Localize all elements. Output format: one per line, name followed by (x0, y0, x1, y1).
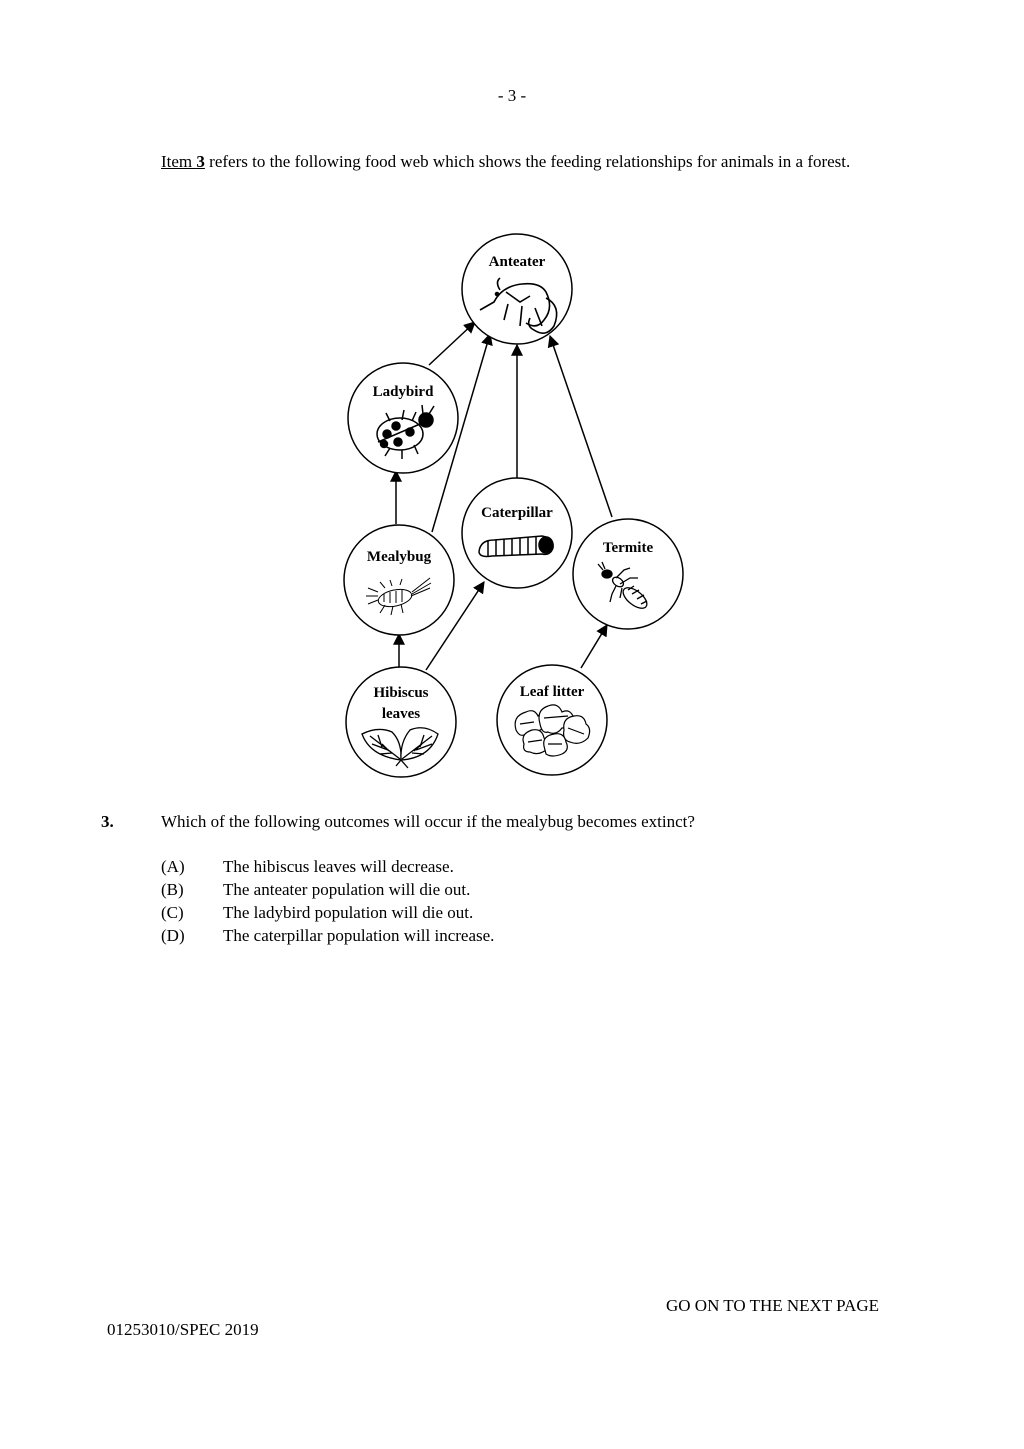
arrow-hibiscus-to-caterpillar (425, 580, 485, 671)
anteater-label: Anteater (489, 254, 546, 270)
option-text: The anteater population will die out. (223, 880, 471, 899)
option-text: The caterpillar population will increase… (223, 926, 495, 945)
paper-code: 01253010/SPEC 2019 (107, 1320, 259, 1339)
node-termite: Termite (572, 518, 684, 630)
node-caterpillar: Caterpillar (461, 477, 573, 589)
next-page-notice: GO ON TO THE NEXT PAGE (666, 1296, 879, 1315)
node-hibiscus-leaves: Hibiscus leaves (345, 666, 457, 778)
option-a: (A) The hibiscus leaves will decrease. (161, 855, 494, 878)
option-letter: (C) (161, 903, 184, 922)
option-letter: (D) (161, 926, 185, 945)
question-number: 3. (101, 812, 114, 831)
node-leaf-litter: Leaf litter (496, 664, 608, 776)
mealybug-icon (366, 577, 432, 616)
node-ladybird: Ladybird (347, 362, 459, 474)
arrow-mealybug-to-anteater (431, 332, 493, 533)
caterpillar-label: Caterpillar (481, 505, 553, 521)
node-anteater: Anteater (461, 233, 573, 345)
question-text: Which of the following outcomes will occ… (161, 812, 695, 831)
arrow-ladybird-to-anteater (428, 321, 476, 366)
option-letter: (A) (161, 857, 185, 876)
option-d: (D) The caterpillar population will incr… (161, 924, 494, 947)
page-number: - 3 - (497, 86, 527, 105)
hibiscus-label-line2: leaves (382, 706, 420, 722)
item-intro: Item 3 refers to the following food web … (161, 150, 926, 173)
node-mealybug: Mealybug (343, 524, 455, 636)
leaf-litter-label: Leaf litter (520, 684, 585, 700)
option-text: The ladybird population will die out. (223, 903, 474, 922)
hibiscus-label-line1: Hibiscus (373, 685, 428, 701)
food-web-arrows (390, 321, 613, 671)
termite-label: Termite (603, 540, 654, 556)
intro-text: refers to the following food web which s… (204, 152, 851, 171)
ladybird-icon (376, 404, 435, 459)
option-text: The hibiscus leaves will decrease. (223, 857, 454, 876)
option-c: (C) The ladybird population will die out… (161, 901, 494, 924)
anteater-icon (479, 277, 558, 334)
item-ref-prefix: Item (161, 152, 197, 171)
arrow-leaflitter-to-termite (580, 623, 608, 669)
caterpillar-icon (478, 535, 554, 558)
mealybug-label: Mealybug (367, 549, 432, 565)
item-reference: Item 3 (161, 152, 205, 171)
arrow-termite-to-anteater (547, 334, 613, 518)
termite-icon (597, 561, 648, 609)
answer-options: (A) The hibiscus leaves will decrease. (… (161, 855, 494, 947)
food-web-diagram: Anteater Ladybird Caterpillar (343, 233, 684, 778)
item-ref-number: 3 (196, 152, 205, 171)
ladybird-label: Ladybird (373, 384, 435, 400)
hibiscus-leaves-icon (361, 727, 439, 769)
option-b: (B) The anteater population will die out… (161, 878, 494, 901)
option-letter: (B) (161, 880, 184, 899)
leaf-litter-icon (514, 704, 591, 757)
